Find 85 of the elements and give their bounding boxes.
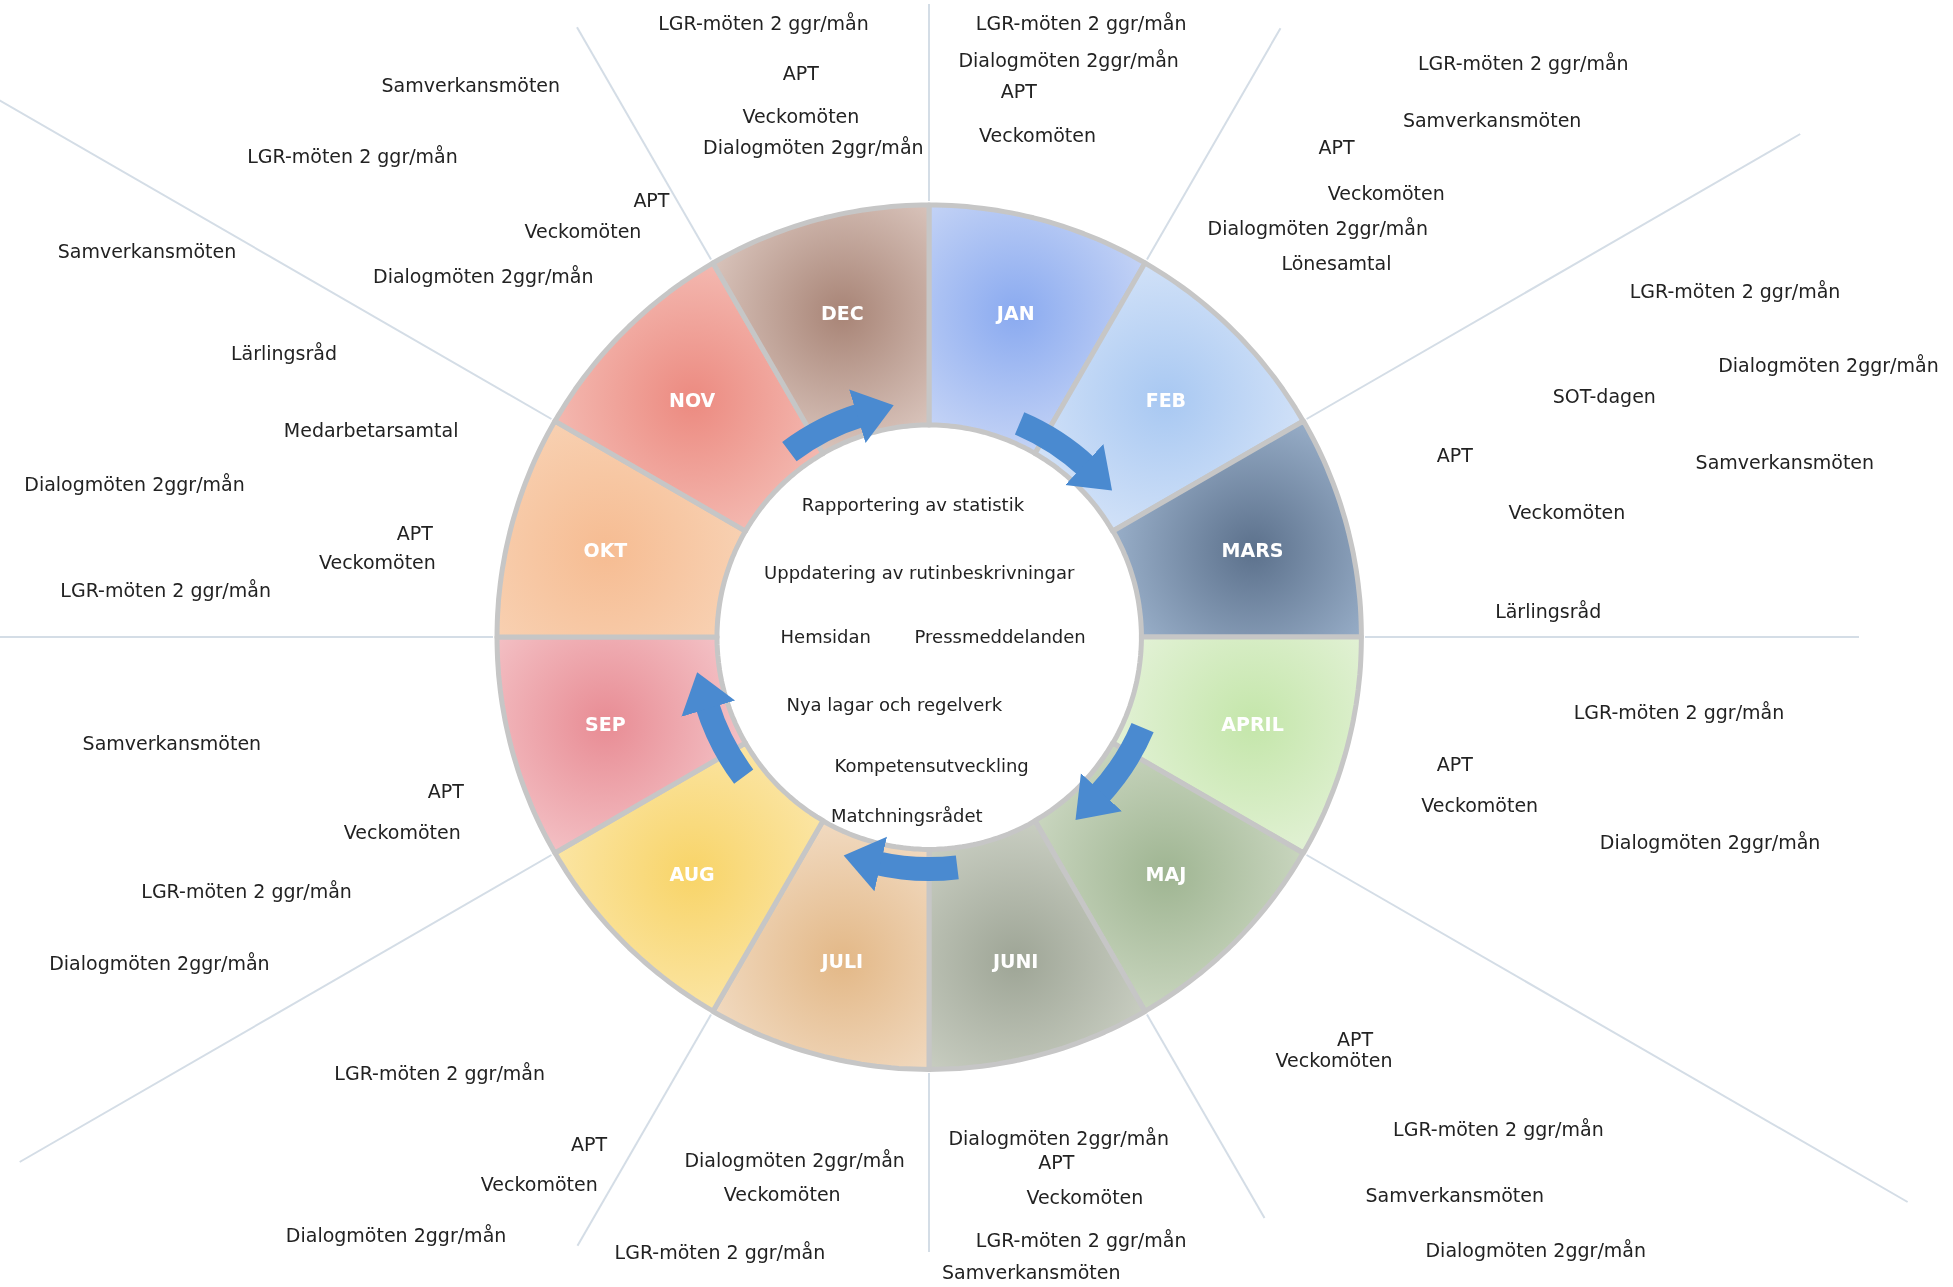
activity-label: LGR-möten 2 ggr/mån: [1573, 702, 1785, 722]
activity-label: Dialogmöten 2ggr/mån: [49, 953, 270, 973]
activity-label: Dialogmöten 2ggr/mån: [24, 474, 245, 494]
activity-label: Dialogmöten 2ggr/mån: [684, 1150, 905, 1170]
activity-label: LGR-möten 2 ggr/mån: [975, 1230, 1187, 1250]
activity-label: APT: [427, 781, 464, 801]
activity-label: LGR-möten 2 ggr/mån: [614, 1242, 826, 1262]
activity-label: Dialogmöten 2ggr/mån: [1425, 1240, 1646, 1260]
topic-label: Kompetensutveckling: [834, 757, 1029, 776]
activity-label: APT: [1318, 137, 1355, 157]
activity-label: APT: [1436, 445, 1473, 465]
activity-label: LGR-möten 2 ggr/mån: [1629, 281, 1841, 301]
activity-label: Veckomöten: [723, 1184, 841, 1204]
cycle-arrow: [843, 836, 959, 892]
activity-label: LGR-möten 2 ggr/mån: [1393, 1119, 1604, 1139]
activity-label: Dialogmöten 2ggr/mån: [1207, 218, 1428, 238]
activity-label: Samverkansmöten: [1365, 1185, 1545, 1205]
month-name: FEB: [1145, 390, 1187, 410]
month-segment: [494, 634, 749, 856]
month-name: MARS: [1221, 540, 1284, 560]
activity-label: APT: [1436, 754, 1473, 774]
activity-label: Samverkansmöten: [381, 75, 561, 95]
topic-label: Matchningsrådet: [831, 807, 983, 826]
activity-label: Veckomöten: [979, 125, 1096, 145]
activity-label: Samverkansmöten: [942, 1262, 1121, 1282]
activity-label: APT: [1337, 1029, 1374, 1049]
activity-label: Samverkansmöten: [1695, 452, 1875, 472]
activity-label: LGR-möten 2 ggr/mån: [247, 146, 458, 166]
activity-label: Samverkansmöten: [1402, 110, 1582, 130]
activity-label: Dialogmöten 2ggr/mån: [703, 137, 924, 157]
activity-label: Veckomöten: [1327, 183, 1445, 203]
month-name: DEC: [820, 303, 864, 323]
activity-label: APT: [1038, 1152, 1075, 1172]
activity-label: Lärlingsråd: [1495, 601, 1602, 621]
activity-label: Veckomöten: [318, 552, 436, 572]
activity-label: Veckomöten: [1275, 1050, 1393, 1070]
activity-label: Dialogmöten 2ggr/mån: [285, 1225, 507, 1245]
activity-label: APT: [633, 190, 670, 210]
month-name: OKT: [583, 540, 628, 560]
month-name: APRIL: [1221, 714, 1284, 734]
month-name: NOV: [669, 390, 716, 410]
activity-label: Samverkansmöten: [82, 733, 262, 753]
topic-label: Uppdatering av rutinbeskrivningar: [764, 564, 1075, 583]
cycle-arrow: [682, 672, 754, 784]
month-name: AUG: [669, 864, 715, 884]
activity-label: Dialogmöten 2ggr/mån: [948, 1128, 1169, 1148]
activity-label: APT: [1000, 81, 1037, 101]
topic-label: Hemsidan: [780, 627, 871, 646]
activity-label: LGR-möten 2 ggr/mån: [141, 881, 352, 901]
month-segment: [1109, 634, 1364, 856]
activity-label: APT: [571, 1134, 608, 1154]
activity-label: LGR-möten 2 ggr/mån: [60, 580, 271, 599]
topic-label: Rapportering av statistik: [801, 495, 1025, 514]
activity-label: Veckomöten: [343, 822, 461, 842]
activity-label: Veckomöten: [742, 106, 860, 126]
activity-label: Veckomöten: [480, 1174, 598, 1194]
activity-label: Medarbetarsamtal: [283, 420, 459, 440]
month-name: JULI: [821, 951, 864, 971]
activity-label: LGR-möten 2 ggr/mån: [1418, 53, 1629, 73]
cycle-arrow: [1076, 722, 1154, 822]
month-name: JAN: [996, 303, 1035, 323]
activity-label: Lönesamtal: [1281, 253, 1392, 273]
activity-label: Samverkansmöten: [57, 241, 237, 261]
month-name: SEP: [585, 714, 626, 734]
topic-label: Nya lagar och regelverk: [786, 696, 1003, 715]
activity-label: LGR-möten 2 ggr/mån: [658, 13, 869, 33]
activity-label: APT: [396, 523, 433, 543]
activity-label: Dialogmöten 2ggr/mån: [373, 266, 594, 286]
activity-label: Veckomöten: [524, 221, 642, 241]
activity-label: Veckomöten: [1026, 1187, 1144, 1207]
activity-label: Veckomöten: [1421, 795, 1539, 815]
activity-label: LGR-möten 2 ggr/mån: [975, 13, 1187, 33]
activity-label: Veckomöten: [1508, 502, 1626, 522]
activity-label: Lärlingsråd: [230, 343, 338, 363]
month-name: JUNI: [992, 951, 1039, 971]
activity-label: SOT-dagen: [1552, 386, 1656, 406]
topic-label: Pressmeddelanden: [914, 627, 1086, 646]
activity-label: Dialogmöten 2ggr/mån: [958, 50, 1179, 70]
month-segment: [494, 418, 749, 640]
activity-label: Dialogmöten 2ggr/mån: [1599, 832, 1821, 852]
cycle-arrow: [1014, 412, 1114, 490]
activity-label: Dialogmöten 2ggr/mån: [1718, 355, 1939, 375]
cycle-arrow: [782, 390, 894, 462]
activity-label: APT: [782, 63, 819, 83]
month-name: MAJ: [1145, 864, 1187, 884]
